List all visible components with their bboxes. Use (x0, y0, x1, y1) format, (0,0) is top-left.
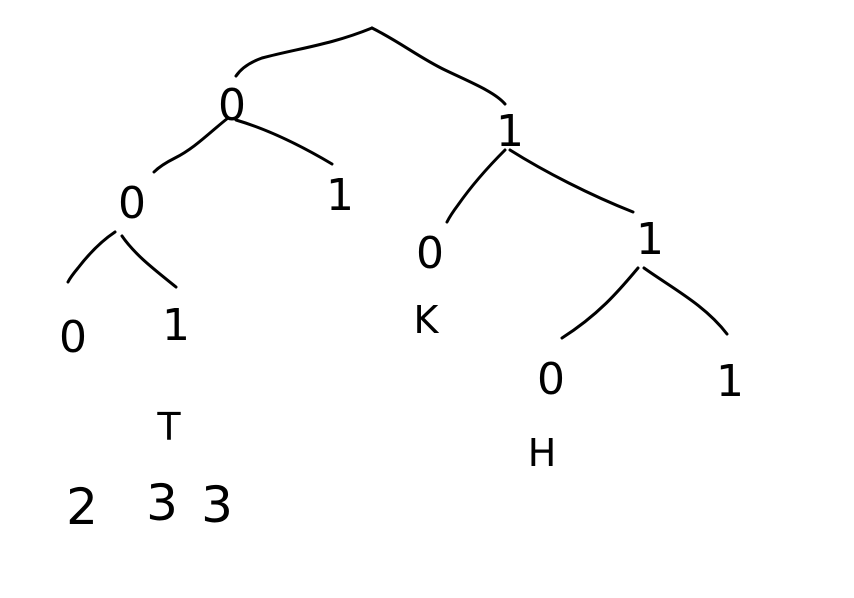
frequency-counts: 2 3 3 (66, 474, 233, 536)
tree-node-labels: 0 1 0 1 0 1 0 1 0 1 (59, 80, 744, 407)
edge-root-right (370, 26, 507, 106)
node-ll-label: 0 (118, 178, 146, 229)
node-r-label: 1 (496, 106, 524, 157)
node-lll-label: 0 (59, 312, 87, 363)
edge-r-right (508, 148, 635, 214)
count-1: 2 (66, 478, 98, 536)
node-rrr-label: 1 (716, 356, 744, 407)
leaf-letter-h: H (528, 431, 557, 475)
node-rl-label: 0 (416, 228, 444, 279)
node-l-label: 0 (218, 80, 246, 131)
edge-rr-right (642, 266, 729, 336)
edge-ll-right (120, 234, 178, 289)
leaf-letter-t: T (156, 405, 181, 449)
edge-l-left (152, 116, 230, 174)
node-llr-label: 1 (162, 300, 190, 351)
tree-edges (66, 26, 729, 340)
node-rrl-label: 0 (537, 354, 565, 405)
edge-l-right (234, 118, 334, 166)
leaf-letters: T K H (156, 298, 556, 475)
node-lr-label: 1 (326, 170, 354, 221)
edge-r-left (445, 148, 507, 224)
edge-rr-left (560, 266, 640, 340)
count-2: 3 (146, 474, 178, 532)
edge-root-left (234, 26, 374, 78)
count-3: 3 (201, 476, 233, 534)
edge-ll-left (66, 230, 117, 284)
node-rr-label: 1 (636, 214, 664, 265)
leaf-letter-k: K (414, 298, 440, 342)
